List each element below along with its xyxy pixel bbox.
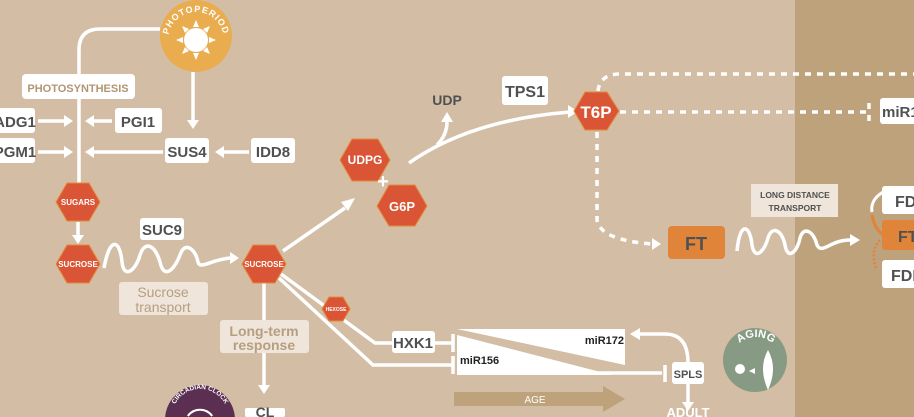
t6p-to-mir-inhibition — [620, 103, 871, 121]
tps1-label: TPS1 — [505, 84, 545, 101]
adg1-label: ADG1 — [0, 114, 36, 131]
sus4-label: SUS4 — [167, 144, 207, 161]
udpg-hexagon — [339, 138, 391, 182]
sugars-hexagon — [55, 182, 101, 222]
fd-label: FD — [895, 194, 914, 211]
fdp-label: FDP — [891, 268, 914, 285]
aging-badge: AGING — [723, 328, 787, 392]
photosynthesis-label: PHOTOSYNTHESIS — [27, 83, 128, 95]
mir156-gradient — [457, 335, 612, 375]
g6p-label: G6P — [389, 199, 415, 214]
sucrose-transport-wave — [102, 242, 231, 274]
clock-icon — [186, 408, 214, 417]
ft-box — [668, 226, 725, 259]
t6p-hexagon — [573, 91, 620, 131]
long-distance-transport-box — [751, 184, 838, 217]
hxk1-label: HXK1 — [393, 335, 433, 352]
photosynthesis-box — [22, 74, 135, 99]
ft-right-label: FT — [898, 229, 914, 246]
sucrose-transport-label: Sucrose — [137, 284, 189, 300]
suc9-label: SUC9 — [142, 222, 182, 239]
spls-label: SPLS — [674, 369, 703, 381]
pgm1-label: PGM1 — [0, 144, 36, 161]
sun-icon — [176, 20, 216, 60]
sugars-label: SUGARS — [61, 198, 96, 207]
sucrose-transport-label: transport — [135, 299, 190, 315]
age-label: AGE — [524, 395, 545, 406]
plus-sign: + — [377, 171, 389, 193]
ft-label: FT — [685, 234, 707, 254]
sucrose-to-mir156-line — [277, 276, 455, 374]
photoperiod-to-sugars-line — [77, 27, 160, 185]
mir172-label: miR172 — [585, 335, 624, 347]
t6p-to-ft-line — [595, 132, 653, 246]
long-distance-wave — [735, 227, 851, 256]
adult-label: ADULT — [666, 405, 709, 417]
age-arrow — [454, 386, 625, 412]
sucrose-transport-box — [119, 282, 208, 315]
sucrose-sink-hexagon — [241, 244, 287, 284]
mir156-label: miR156 — [460, 355, 499, 367]
leaf-icon — [735, 350, 773, 390]
sucrose-sink-label: SUCROSE — [244, 260, 284, 269]
long-term-response-box — [220, 320, 309, 353]
hexose-hexagon — [321, 296, 351, 322]
cl-label: CL — [256, 404, 275, 417]
idd8-label: IDD8 — [256, 144, 290, 161]
circadian-clock-badge: CIRCADIAN CLOCK — [165, 384, 235, 417]
long-term-response-label: response — [233, 337, 295, 353]
sucrose-source-hexagon — [55, 244, 101, 284]
hexose-label: HEXOSE — [326, 307, 348, 313]
udp-label: UDP — [432, 92, 462, 108]
g6p-hexagon — [376, 184, 428, 227]
t6p-dashed-line-top — [596, 72, 914, 92]
sucrose-to-hxk1-line — [279, 272, 392, 345]
pgi1-label: PGI1 — [121, 114, 155, 131]
udpg-to-t6p-line — [407, 110, 571, 165]
long-term-response-label: Long-term — [229, 323, 298, 339]
mir-right-label: miR1 — [882, 104, 914, 121]
t6p-label: T6P — [580, 103, 611, 122]
long-distance-label: LONG DISTANCE — [760, 190, 830, 200]
udpg-label: UDPG — [348, 153, 383, 167]
long-distance-label: TRANSPORT — [769, 203, 823, 213]
sucrose-source-label: SUCROSE — [58, 260, 98, 269]
photoperiod-badge: PHOTOPERIOD — [160, 0, 232, 72]
mir172-gradient — [457, 329, 625, 365]
